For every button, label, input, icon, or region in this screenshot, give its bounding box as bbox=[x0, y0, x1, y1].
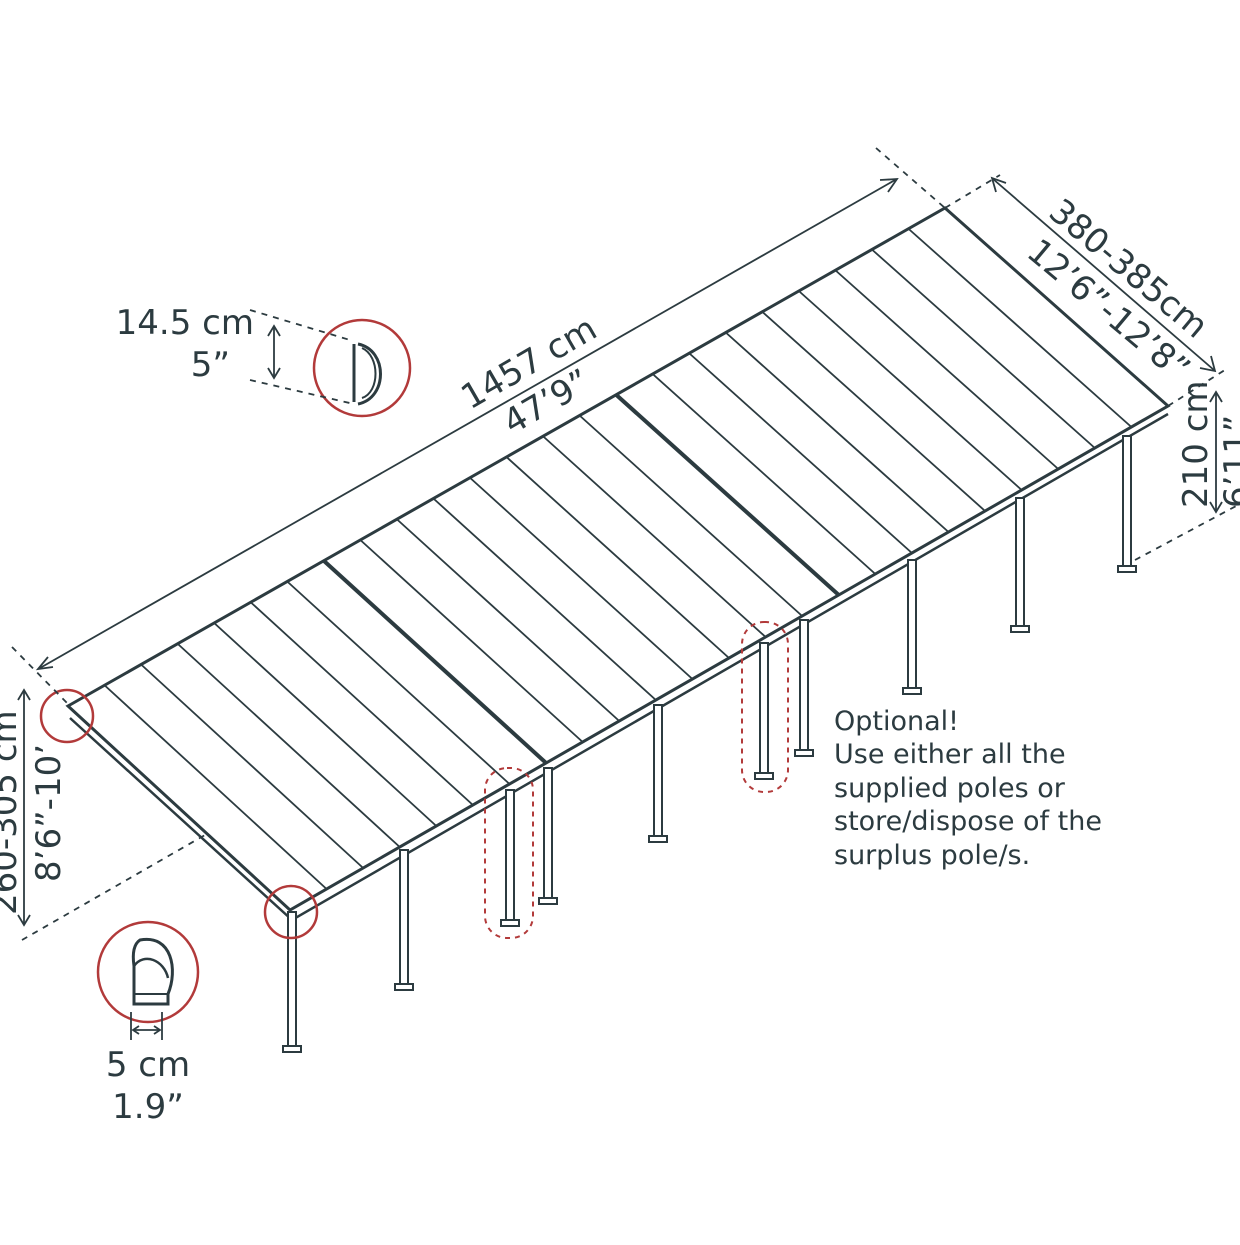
pole-width-metric-label: 5 cm bbox=[106, 1045, 190, 1085]
roof-panel-line bbox=[907, 228, 1133, 428]
pole bbox=[500, 789, 520, 927]
corner-marker-rear bbox=[39, 688, 95, 744]
pole bbox=[394, 849, 414, 991]
optional-note-line: supplied poles or bbox=[834, 773, 1066, 804]
profile-height-imperial-label: 5” bbox=[191, 345, 230, 385]
roof-panel-line bbox=[834, 269, 1059, 470]
corner-detail-markers bbox=[39, 688, 319, 940]
pole-cap-detail-icon bbox=[131, 937, 174, 1006]
pole bbox=[754, 642, 774, 780]
dashed-pole-marker-icon bbox=[741, 621, 789, 793]
pole-width-imperial-label: 1.9” bbox=[112, 1087, 184, 1127]
roof-profile-detail bbox=[249, 309, 412, 418]
length-dimension bbox=[11, 147, 946, 707]
pole bbox=[648, 704, 668, 843]
pole bbox=[1010, 497, 1030, 633]
rear-height-metric-label: 210 cm bbox=[1176, 380, 1216, 508]
roof-panel-line bbox=[542, 435, 767, 638]
roof-panel-line bbox=[614, 393, 841, 597]
optional-note-line: surplus pole/s. bbox=[834, 840, 1030, 871]
roof-panel-line bbox=[177, 643, 401, 848]
front-height-dimension bbox=[17, 688, 206, 941]
pole bbox=[538, 767, 558, 905]
roof-panel-line bbox=[688, 352, 913, 554]
roof-profile-detail-icon bbox=[352, 342, 382, 406]
roof-panel-line bbox=[250, 601, 474, 806]
roof-panel-line bbox=[725, 331, 950, 533]
pole bbox=[1117, 435, 1137, 573]
roof-panel-line bbox=[469, 477, 694, 680]
corner-marker-front bbox=[263, 884, 319, 940]
optional-pole-markers bbox=[484, 621, 789, 939]
pole bbox=[794, 619, 814, 757]
roof-panel-line bbox=[505, 456, 730, 659]
roof-panel-line bbox=[396, 518, 620, 722]
roof-panel-line bbox=[871, 248, 1096, 449]
rear-height-imperial-label: 6’11” bbox=[1217, 415, 1240, 508]
optional-note-line: Use either all the bbox=[834, 739, 1066, 770]
roof-panel-line bbox=[652, 373, 876, 575]
optional-note: Optional! Use either all the supplied po… bbox=[834, 706, 1102, 871]
roof-panel-lines bbox=[103, 228, 1133, 890]
optional-note-title: Optional! bbox=[834, 706, 959, 737]
poles bbox=[282, 435, 1137, 1053]
roof-panel-line bbox=[578, 414, 803, 617]
roof-structure bbox=[65, 206, 1171, 922]
depth-dimension bbox=[944, 174, 1229, 407]
rear-height-dimension bbox=[1134, 390, 1239, 561]
roof-panel-line bbox=[213, 622, 437, 827]
front-height-imperial-label: 8’6”-10’ bbox=[29, 744, 69, 882]
roof-panel-line bbox=[140, 663, 364, 869]
roof-panel-line bbox=[359, 539, 584, 743]
roof-panel-line bbox=[322, 559, 548, 765]
pole bbox=[282, 911, 302, 1053]
roof-panel-line bbox=[761, 311, 986, 512]
roof-panel-line bbox=[798, 290, 1023, 491]
roof-panel-line bbox=[432, 497, 657, 701]
pole bbox=[902, 559, 922, 695]
front-height-metric-label: 260-305 cm bbox=[0, 710, 25, 915]
roof-panel-line bbox=[103, 684, 328, 890]
pole-detail bbox=[96, 920, 200, 1040]
roof-panel-line bbox=[286, 580, 511, 785]
profile-height-metric-label: 14.5 cm bbox=[116, 303, 254, 343]
optional-note-line: store/dispose of the bbox=[834, 806, 1102, 837]
dashed-pole-marker-icon bbox=[484, 767, 534, 939]
